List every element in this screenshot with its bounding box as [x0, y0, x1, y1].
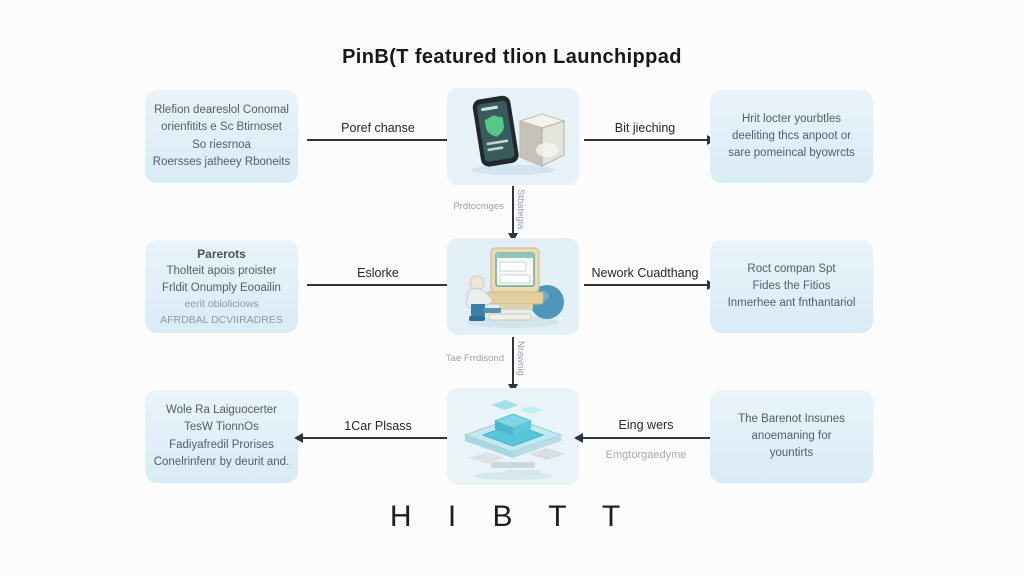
phone-security-cube-icon: [447, 88, 579, 185]
row3-left-arrow: [294, 433, 448, 443]
box-line: yountirts: [769, 447, 814, 460]
connector1-left-label: Prdtocmges: [453, 201, 504, 212]
row3-right-arrow-label: Eing wers: [618, 418, 674, 432]
row3-left-box: Wole Ra Laiguocerter TesW TionnOs Fadiya…: [145, 390, 298, 483]
row3-right-arrow: [574, 433, 710, 443]
box-line: anoemaning for: [751, 429, 832, 442]
box-line: So riesrnoa: [192, 138, 251, 151]
box-line: Fadiyafredil Prorises: [169, 438, 274, 451]
box-line: TesW TionnOs: [184, 421, 259, 434]
arrow-head-icon: [294, 433, 303, 443]
isometric-circuit-board-icon: [447, 388, 579, 485]
box-line: Parerots: [197, 246, 246, 261]
row1-to-row2-arrow: [508, 186, 518, 242]
box-line: deeliting thcs anpoot or: [732, 129, 851, 142]
box-line: AFRDBAL DCVIIRADRES: [160, 313, 283, 326]
connector1-right-label: Stbategia: [515, 189, 526, 230]
diagram-title: PinB(T featured tlion Launchippad: [342, 46, 682, 68]
row2-right-arrow-label: Nework Cuadthang: [591, 266, 699, 280]
arrow-head-icon: [508, 233, 518, 242]
box-line: Wole Ra Laiguocerter: [165, 404, 277, 416]
connector2-right-label: Nrawnig: [515, 341, 526, 376]
person-computer-globe-icon: [447, 238, 579, 335]
row3-left-arrow-label: 1Car Plsass: [344, 419, 412, 433]
row2-to-row3-arrow: [508, 337, 518, 393]
row1-left-arrow-label: Poref chanse: [341, 121, 415, 135]
box-line: sare pomeincal byowrcts: [728, 147, 855, 160]
row1-left-arrow: [307, 135, 456, 145]
row1-right-box: Hrit locter yourbtles deeliting thcs anp…: [710, 90, 873, 183]
row1-left-box: Rlefion deareslol Conomal orienfitits e …: [145, 90, 298, 183]
connector2-left-label: Tae Frrdisond: [445, 353, 504, 364]
box-line: The Barenot Insunes: [738, 412, 845, 425]
box-line: Frldit Onumply Eooailin: [162, 281, 281, 294]
row2-left-arrow-label: Eslorke: [357, 266, 399, 280]
footer-logo-text: H I B T T: [389, 500, 635, 533]
box-line: eerit obloliciows: [184, 298, 259, 310]
box-line: Fides the Fitios: [752, 279, 831, 292]
box-line: Roct compan Spt: [747, 262, 836, 275]
box-line: Roersses jatheey Rboneits: [152, 155, 291, 168]
arrow-head-icon: [574, 433, 583, 443]
box-line: Tholteit apois proister: [166, 264, 277, 277]
row2-right-box: Roct compan Spt Fides the Fitios Inmerhe…: [710, 240, 873, 333]
box-line: Conelrinfenr by deurit and.: [153, 455, 290, 468]
box-line: Hrit locter yourbtles: [741, 112, 842, 125]
row2-right-arrow: [584, 280, 716, 290]
row2-left-arrow: [307, 280, 456, 290]
box-line: orienfitits e Sc Btirnoset: [161, 121, 282, 134]
row3-right-box: The Barenot Insunes anoemaning for yount…: [710, 390, 873, 483]
box-line: Rlefion deareslol Conomal: [154, 104, 289, 116]
row1-right-arrow: [584, 135, 716, 145]
row2-left-box: Parerots Tholteit apois proister Frldit …: [145, 240, 298, 333]
row3-right-arrow-sub-label: Emgtorgaedyme: [605, 449, 687, 461]
box-line: Inmerhee ant fnthantariol: [727, 297, 856, 310]
row1-right-arrow-label: Bit jieching: [614, 121, 676, 135]
